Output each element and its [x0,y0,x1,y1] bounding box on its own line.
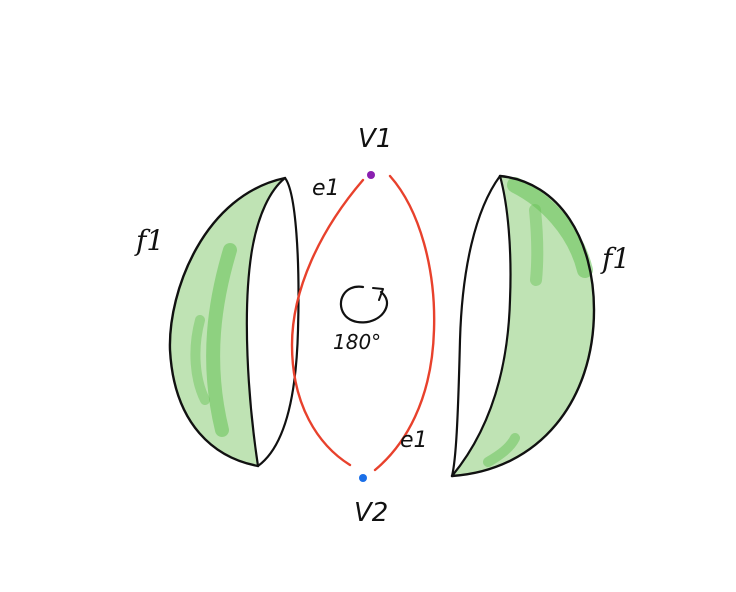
left-face-inner-outline [245,176,287,468]
rotation-arrow-icon [339,285,389,324]
left-face-highlight-2 [190,315,210,405]
face-right-label: f1 [602,242,631,275]
right-face-fill [452,176,594,476]
vertex-bottom-dot [359,474,367,482]
edge-left-arc [290,178,365,467]
left-face-outer-outline [168,176,287,468]
left-face-highlight [206,243,237,437]
face-left-label: f1 [136,224,165,257]
left-face-fill [169,178,285,466]
edge-bottom-label: e1 [400,428,428,453]
right-face-highlight-2 [529,204,544,286]
right-face-outer-outline [450,174,596,478]
rotation-label: 180° [333,330,382,354]
right-face-inner-outline [450,174,512,478]
vertex-top-label: V1 [358,124,393,154]
right-face-highlight [507,177,593,278]
edges [290,174,436,472]
right-face [450,174,596,478]
vertex-top-dot [367,171,375,179]
edge-right-arc [373,174,436,472]
right-face-highlight-3 [483,433,520,467]
edge-top-label: e1 [312,176,340,201]
vertex-bottom-label: V2 [354,498,389,528]
right-face-rim-outline [450,174,502,478]
left-face [168,176,300,468]
left-face-rim-outline [256,176,300,468]
